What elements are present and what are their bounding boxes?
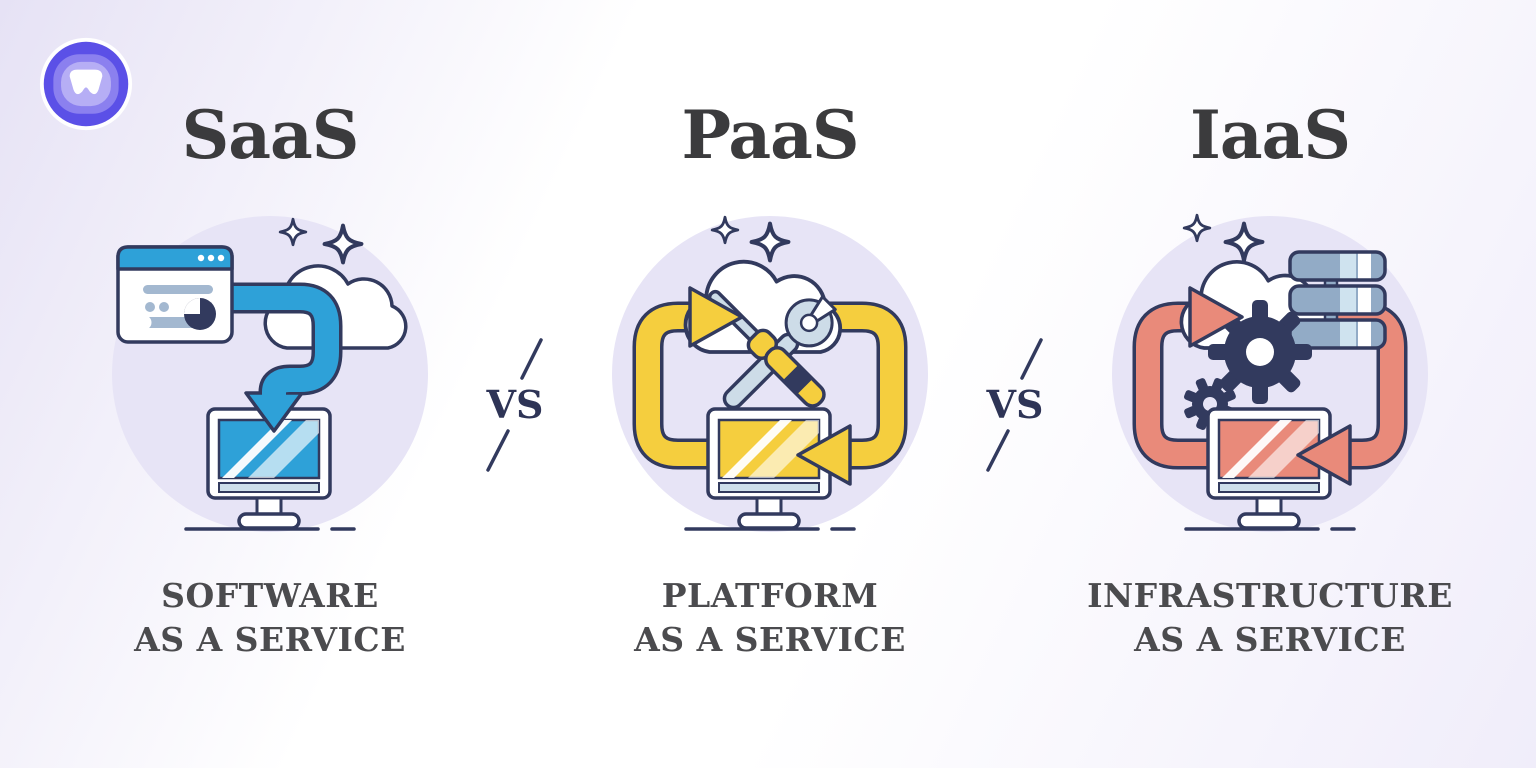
loop-arrow-icon	[1132, 301, 1408, 470]
brand-cloud-logo-icon	[39, 37, 133, 131]
sparkles-icon	[710, 215, 791, 263]
column-saas: SaaS	[40, 0, 500, 768]
vs-separator: VS	[986, 338, 1044, 472]
saas-title: SaaS	[181, 96, 360, 174]
monitor-icon	[206, 407, 332, 530]
iaas-illustration	[1112, 213, 1428, 532]
loop-arrowheads	[688, 286, 852, 486]
server-unit	[1288, 318, 1387, 350]
saas-illustration	[112, 216, 428, 532]
pie-chart-icon	[184, 298, 216, 330]
saas-caption: SOFTWARE AS A SERVICE	[134, 576, 406, 659]
screen-glare	[222, 420, 319, 478]
text-line	[143, 285, 213, 294]
sparkles-icon	[1182, 213, 1265, 263]
iaas-title: IaaS	[1189, 96, 1351, 174]
loop-arrow-icon	[632, 301, 908, 470]
server-stack-icon	[1288, 250, 1387, 350]
loop-arrowheads	[1188, 286, 1352, 486]
column-iaas: IaaS	[1040, 0, 1500, 768]
browser-window-icon	[116, 245, 234, 344]
logo-glyph	[69, 69, 103, 95]
server-unit	[1288, 250, 1387, 282]
download-arrow-icon	[200, 282, 343, 433]
slider-bar	[137, 317, 197, 328]
slash-line	[520, 338, 543, 380]
iaas-caption: INFRASTRUCTURE AS A SERVICE	[1087, 576, 1453, 659]
paas-caption: PLATFORM AS A SERVICE	[634, 576, 906, 659]
slash-line	[486, 429, 510, 472]
monitor-icon	[706, 407, 832, 530]
sparkles-icon	[278, 217, 364, 265]
screen-glare	[1222, 420, 1319, 478]
browser-titlebar	[116, 245, 234, 271]
slash-line	[986, 429, 1010, 472]
vs-label: VS	[486, 382, 544, 427]
monitor-icon	[1206, 407, 1332, 530]
paas-illustration	[612, 215, 928, 532]
vs-label: VS	[986, 382, 1044, 427]
vs-separator: VS	[486, 338, 544, 472]
paas-title: PaaS	[681, 96, 859, 174]
server-unit	[1288, 284, 1387, 316]
column-paas: PaaS	[540, 0, 1000, 768]
slash-line	[1020, 338, 1043, 380]
screen-glare	[722, 420, 819, 478]
